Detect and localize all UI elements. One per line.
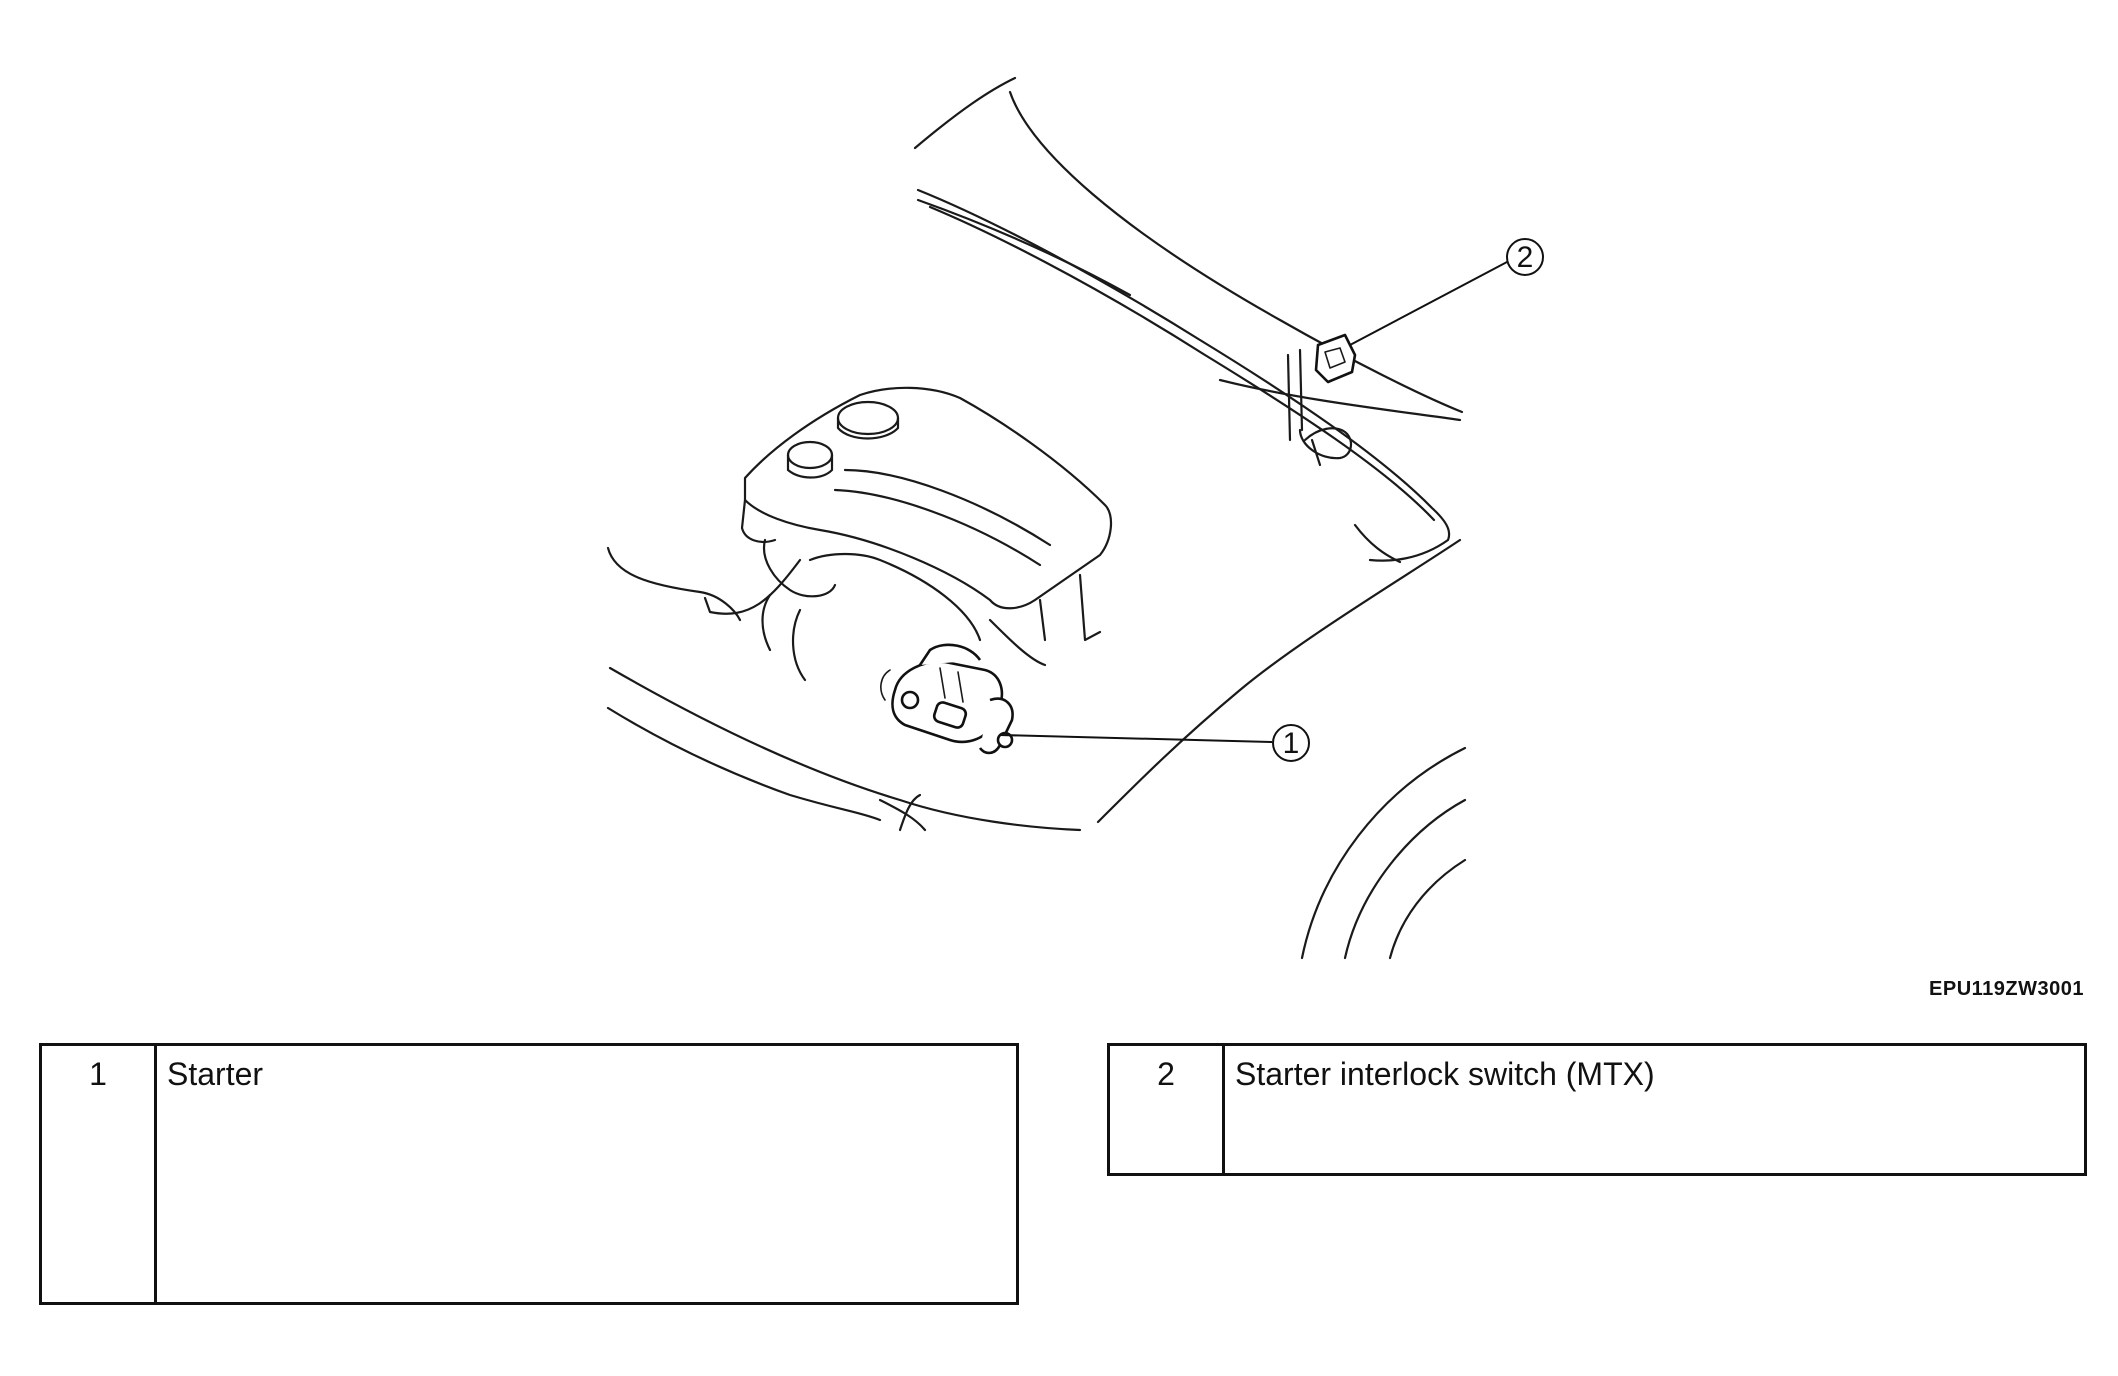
- engine-block: [606, 538, 1082, 832]
- engine-cover: [740, 386, 1113, 642]
- wheel-arch: [1300, 746, 1467, 960]
- legend-2-label: Starter interlock switch (MTX): [1235, 1056, 1655, 1092]
- legend-table-1: 1 Starter: [39, 1043, 1019, 1305]
- engine-compartment-illustration: 1 2: [606, 76, 1544, 960]
- interlock-switch: [1286, 333, 1357, 467]
- legend-1-label: Starter: [167, 1056, 264, 1092]
- starter-motor: [880, 643, 1014, 755]
- legend-1-number: 1: [42, 1046, 157, 1302]
- callout-2: 2: [1349, 238, 1544, 346]
- legend-table-2: 2 Starter interlock switch (MTX): [1107, 1043, 2087, 1176]
- hood-outline: [913, 76, 1464, 824]
- figure-code: EPU119ZW3001: [1929, 978, 2084, 1000]
- callout-1-number: 1: [1283, 727, 1300, 760]
- callout-1: 1: [999, 724, 1310, 762]
- legend-2-number: 2: [1110, 1046, 1225, 1173]
- callout-2-number: 2: [1517, 241, 1534, 274]
